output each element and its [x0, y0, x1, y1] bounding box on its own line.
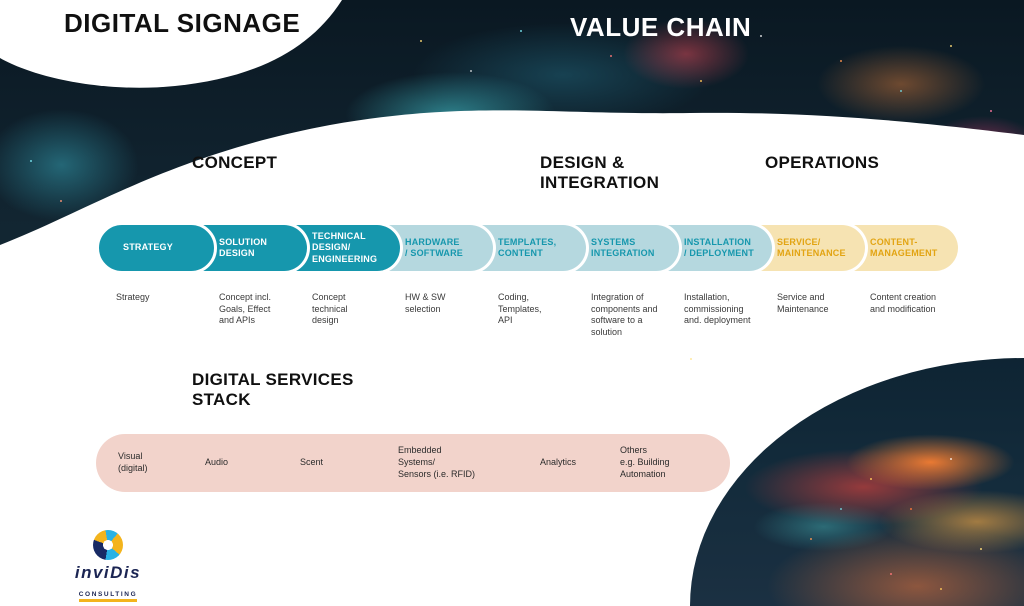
- section-header-operations: OPERATIONS: [765, 153, 880, 172]
- value-chain: STRATEGY SOLUTION DESIGN TECHNICAL DESIG…: [96, 222, 961, 274]
- stack-item-others: Others e.g. Building Automation: [620, 445, 670, 479]
- stage-description: Coding, Templates, API: [498, 292, 542, 326]
- stage-description: Content creation and modification: [870, 292, 937, 314]
- section-header-concept: CONCEPT: [192, 153, 278, 172]
- stack-item-audio: Audio: [205, 457, 229, 468]
- invidis-logo: inviDis CONSULTING: [60, 530, 156, 602]
- stack-item-visual: Visual (digital): [118, 451, 148, 473]
- stage-description: HW & SW selection: [405, 292, 446, 314]
- section-header-design-integration: DESIGN & INTEGRATION: [540, 153, 660, 192]
- stack-item-analytics: Analytics: [540, 457, 577, 468]
- invidis-logo-subtitle: CONSULTING: [78, 591, 138, 602]
- page-title-right: VALUE CHAIN: [570, 12, 752, 42]
- invidis-logo-icon: [93, 530, 123, 560]
- value-chain-descriptions: Strategy Concept incl. Goals, Effect and…: [96, 292, 961, 339]
- city-night-photo-bottom: [690, 358, 1024, 606]
- stage-description: Service and Maintenance: [777, 292, 829, 314]
- invidis-logo-name: inviDis: [74, 563, 142, 582]
- stage-description: Integration of components and software t…: [591, 292, 658, 338]
- stack-item-scent: Scent: [300, 457, 324, 468]
- stack-item-embedded-systems: Embedded Systems/ Sensors (i.e. RFID): [398, 445, 476, 479]
- section-header-digital-services-stack: DIGITAL SERVICES STACK: [192, 370, 354, 409]
- stage-description: Concept incl. Goals, Effect and APIs: [219, 292, 272, 326]
- stage-description: Concept technical design: [312, 292, 348, 326]
- chain-stage-strategy: STRATEGY: [96, 222, 217, 274]
- digital-services-stack-bar: Visual (digital) Audio Scent Embedded Sy…: [96, 434, 730, 492]
- stage-description: Strategy: [116, 292, 150, 302]
- page-title-left: DIGITAL SIGNAGE: [64, 8, 301, 38]
- stage-description: Installation, commissioning and. deploym…: [684, 292, 751, 326]
